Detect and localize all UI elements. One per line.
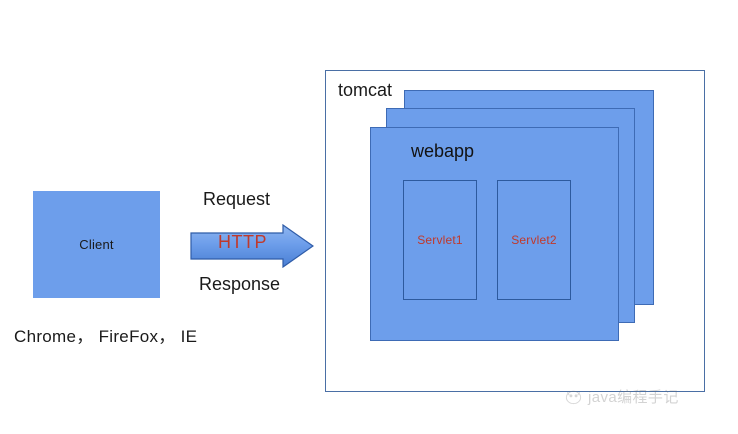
- client-label: Client: [79, 237, 114, 252]
- servlet-label-2: Servlet2: [511, 233, 557, 247]
- servlet-label-1: Servlet1: [417, 233, 463, 247]
- webapp-panel-front: [370, 127, 619, 341]
- webapp-label: webapp: [411, 141, 475, 161]
- watermark-text: java编程手记: [588, 389, 679, 406]
- servlet-box-2: Servlet2: [497, 180, 571, 300]
- browsers-label: Chrome， FireFox， IE: [14, 327, 198, 346]
- watermark: java编程手记: [564, 386, 679, 407]
- right-arrow-icon: [190, 224, 314, 268]
- tomcat-label: tomcat: [336, 80, 395, 101]
- request-label: Request: [203, 189, 271, 209]
- penguin-logo-icon: [565, 390, 582, 405]
- servlet-box-1: Servlet1: [403, 180, 477, 300]
- response-label: Response: [199, 274, 281, 294]
- client-box: Client: [33, 191, 160, 298]
- http-protocol-label: HTTP: [218, 232, 267, 252]
